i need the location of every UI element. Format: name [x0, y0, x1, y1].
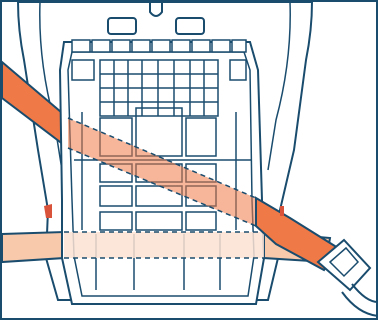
shoulder-belt [255, 196, 340, 272]
lap-belt [64, 231, 264, 259]
side-tab-right [280, 206, 284, 216]
lap-belt [0, 230, 65, 264]
shoulder-belt [68, 118, 256, 226]
belt-buckle [316, 238, 378, 317]
side-tab-left [44, 204, 52, 218]
